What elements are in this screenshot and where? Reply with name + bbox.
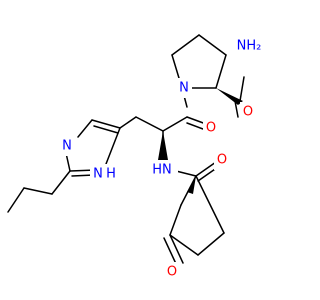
bond xyxy=(93,125,119,134)
bond xyxy=(215,54,227,89)
atom-label-ketone-o: O xyxy=(167,265,177,280)
molecule-structure: NH₂ O N O N N H HN O O xyxy=(7,34,266,282)
bond xyxy=(186,116,207,125)
bond xyxy=(197,232,225,256)
atom-label-amide-nh2: NH₂ xyxy=(237,39,262,54)
bond xyxy=(163,237,178,267)
bond xyxy=(169,204,182,236)
atom-label-imidazole-nh: N xyxy=(93,167,103,182)
bond-layer xyxy=(7,34,245,267)
bond xyxy=(195,175,225,234)
atom-label-prolyl-n: N xyxy=(179,81,189,96)
bond xyxy=(7,187,25,213)
bond xyxy=(51,170,71,195)
bond xyxy=(23,187,53,195)
bond xyxy=(175,170,197,177)
bond xyxy=(198,34,227,56)
bond xyxy=(195,161,217,177)
atom-label-carbonyl-o: O xyxy=(206,121,216,136)
bond xyxy=(169,234,184,264)
bond xyxy=(77,119,93,138)
bond xyxy=(119,116,137,129)
bond xyxy=(135,116,164,132)
bond xyxy=(239,76,245,102)
bond xyxy=(234,100,239,118)
bond xyxy=(91,119,121,129)
bond xyxy=(169,234,199,256)
stereo-wedge xyxy=(216,88,243,105)
bond xyxy=(171,34,200,56)
bond xyxy=(105,127,121,165)
atom-label-cyclopentyl-carbonyl-o: O xyxy=(217,153,227,168)
atom-label-amide-hn: HN xyxy=(152,163,172,178)
atom-label-imidazole-n: N xyxy=(62,139,72,154)
atom-label-layer: NH₂ O N O N N H HN O O xyxy=(59,35,266,282)
bond xyxy=(186,122,204,130)
atom-label-imidazole-h: H xyxy=(106,167,116,182)
stereo-wedge xyxy=(187,176,196,194)
stereo-wedge xyxy=(158,131,168,160)
atom-label-amide-o: O xyxy=(243,105,253,120)
bond xyxy=(162,116,188,132)
